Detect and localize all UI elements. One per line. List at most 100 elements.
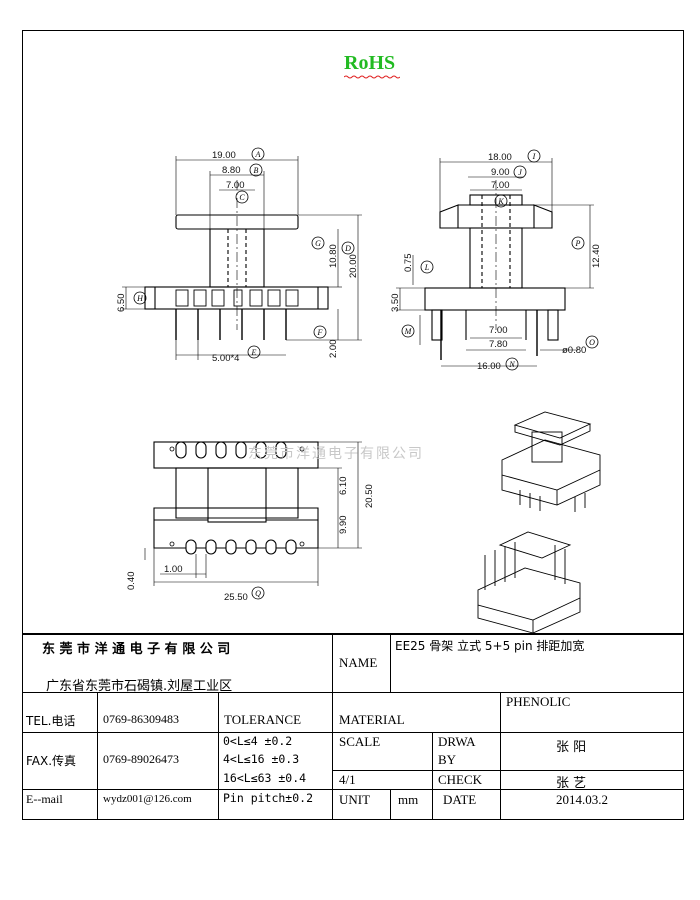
side-view	[396, 158, 594, 367]
material-label: MATERIAL	[339, 712, 405, 727]
tolerance-row-2: 4<L≤16 ±0.3	[223, 752, 300, 766]
svg-text:K: K	[497, 197, 504, 206]
tb-line	[218, 692, 219, 820]
tb-line	[332, 770, 684, 771]
tel-label: TEL.电话	[26, 714, 76, 728]
dim-0-75: 0.75	[403, 254, 414, 273]
iso-view-top	[501, 411, 601, 512]
dim-0-40: 0.40	[126, 572, 137, 591]
dim-19: 19.00	[212, 150, 236, 161]
dim-9-90: 9.90	[338, 516, 349, 535]
balloon-n: N	[505, 357, 519, 371]
drawn-label-by: BY	[438, 752, 457, 767]
balloon-i: I	[527, 149, 541, 163]
balloon-q: Q	[251, 586, 265, 600]
tb-line	[22, 789, 684, 790]
dim-7-80: 7.80	[489, 339, 508, 350]
check-label: CHECK	[438, 772, 483, 787]
dim-3-50: 3.50	[390, 294, 401, 313]
balloon-l: L	[420, 260, 434, 274]
dim-1-00: 1.00	[164, 564, 183, 575]
company-name: 东 莞 市 洋 通 电 子 有 限 公 司	[42, 642, 231, 657]
tb-line	[432, 732, 433, 820]
svg-text:L: L	[424, 263, 430, 272]
name-label: NAME	[339, 655, 378, 670]
tb-line	[500, 692, 501, 820]
svg-text:D: D	[344, 244, 351, 253]
iso-view-bottom	[477, 531, 581, 634]
rohs-title: RoHS	[344, 52, 396, 74]
balloon-e: E	[247, 345, 261, 359]
dim-pin-diameter: ø0.80	[562, 345, 586, 356]
rohs-underline	[344, 75, 400, 79]
balloon-o: O	[585, 335, 599, 349]
balloon-d: D	[341, 241, 355, 255]
email-label: E--mail	[26, 792, 63, 806]
svg-text:A: A	[255, 150, 261, 159]
balloon-h: H	[133, 291, 147, 305]
date-label: DATE	[443, 792, 477, 807]
balloon-b: B	[249, 163, 263, 177]
dim-6-10: 6.10	[338, 477, 349, 496]
balloon-g: G	[311, 236, 325, 250]
dim-8-80: 8.80	[222, 165, 241, 176]
tb-line	[22, 732, 684, 733]
tolerance-row-1: 0<L≤4 ±0.2	[223, 734, 293, 748]
fax-label: FAX.传真	[26, 754, 77, 768]
date-value: 2014.03.2	[556, 792, 608, 807]
svg-text:M: M	[404, 327, 413, 336]
svg-text:E: E	[251, 348, 257, 357]
svg-text:N: N	[508, 360, 515, 369]
dim-12-40: 12.40	[591, 244, 602, 268]
tb-line	[97, 692, 98, 820]
balloon-m: M	[401, 324, 415, 338]
tb-line	[22, 692, 500, 693]
dim-2-00: 2.00	[328, 340, 339, 359]
dim-9: 9.00	[491, 167, 510, 178]
svg-text:J: J	[518, 168, 522, 177]
dim-pitch: 5.00*4	[212, 353, 239, 364]
dim-6-50: 6.50	[116, 294, 127, 313]
part-name: EE25 骨架 立式 5+5 pin 排距加宽	[395, 639, 585, 653]
callout-balloons: A B C D E F G H I J K L M N O P Q	[133, 147, 599, 600]
svg-text:P: P	[575, 239, 581, 248]
bottom-view	[144, 441, 362, 586]
dimension-labels: 19.00 8.80 7.00 10.80 20.00 2.00 6.50 5.…	[116, 150, 602, 603]
drawing-sheet	[22, 30, 684, 820]
company-watermark: 东莞市洋通电子有限公司	[248, 446, 424, 462]
dim-20-50: 20.50	[364, 484, 375, 508]
dim-10-80: 10.80	[328, 244, 339, 268]
balloon-f: F	[313, 325, 327, 339]
dim-25-50: 25.50	[224, 592, 248, 603]
balloon-j: J	[513, 165, 527, 179]
company-address: 广东省东莞市石碣镇.刘屋工业区	[46, 679, 233, 694]
email-value: wydz001@126.com	[103, 793, 192, 805]
drawn-label: DRWA	[438, 734, 476, 749]
svg-text:G: G	[315, 239, 321, 248]
balloon-c: C	[235, 190, 249, 204]
fax-value: 0769-89026473	[103, 752, 179, 766]
svg-text:H: H	[136, 294, 144, 303]
unit-label: UNIT	[339, 792, 371, 807]
unit-value: mm	[398, 792, 419, 807]
tolerance-label: TOLERANCE	[224, 712, 302, 727]
dim-20-00: 20.00	[348, 254, 359, 278]
material-value: PHENOLIC	[506, 694, 571, 709]
balloon-p: P	[571, 236, 585, 250]
balloon-a: A	[251, 147, 265, 161]
dim-18: 18.00	[488, 152, 512, 163]
dim-7-00-side: 7.00	[491, 180, 510, 191]
tolerance-row-3: 16<L≤63 ±0.4	[223, 771, 307, 785]
front-view	[122, 156, 362, 360]
svg-text:Q: Q	[255, 589, 261, 598]
dim-7-00-inner: 7.00	[489, 325, 508, 336]
scale-label: SCALE	[339, 734, 381, 749]
balloon-k: K	[494, 194, 508, 208]
dim-7-00-front: 7.00	[226, 180, 245, 191]
svg-text:B: B	[254, 166, 259, 175]
svg-text:C: C	[239, 193, 245, 202]
tel-value: 0769-86309483	[103, 712, 179, 726]
svg-text:O: O	[589, 338, 595, 347]
tb-line	[390, 633, 391, 692]
